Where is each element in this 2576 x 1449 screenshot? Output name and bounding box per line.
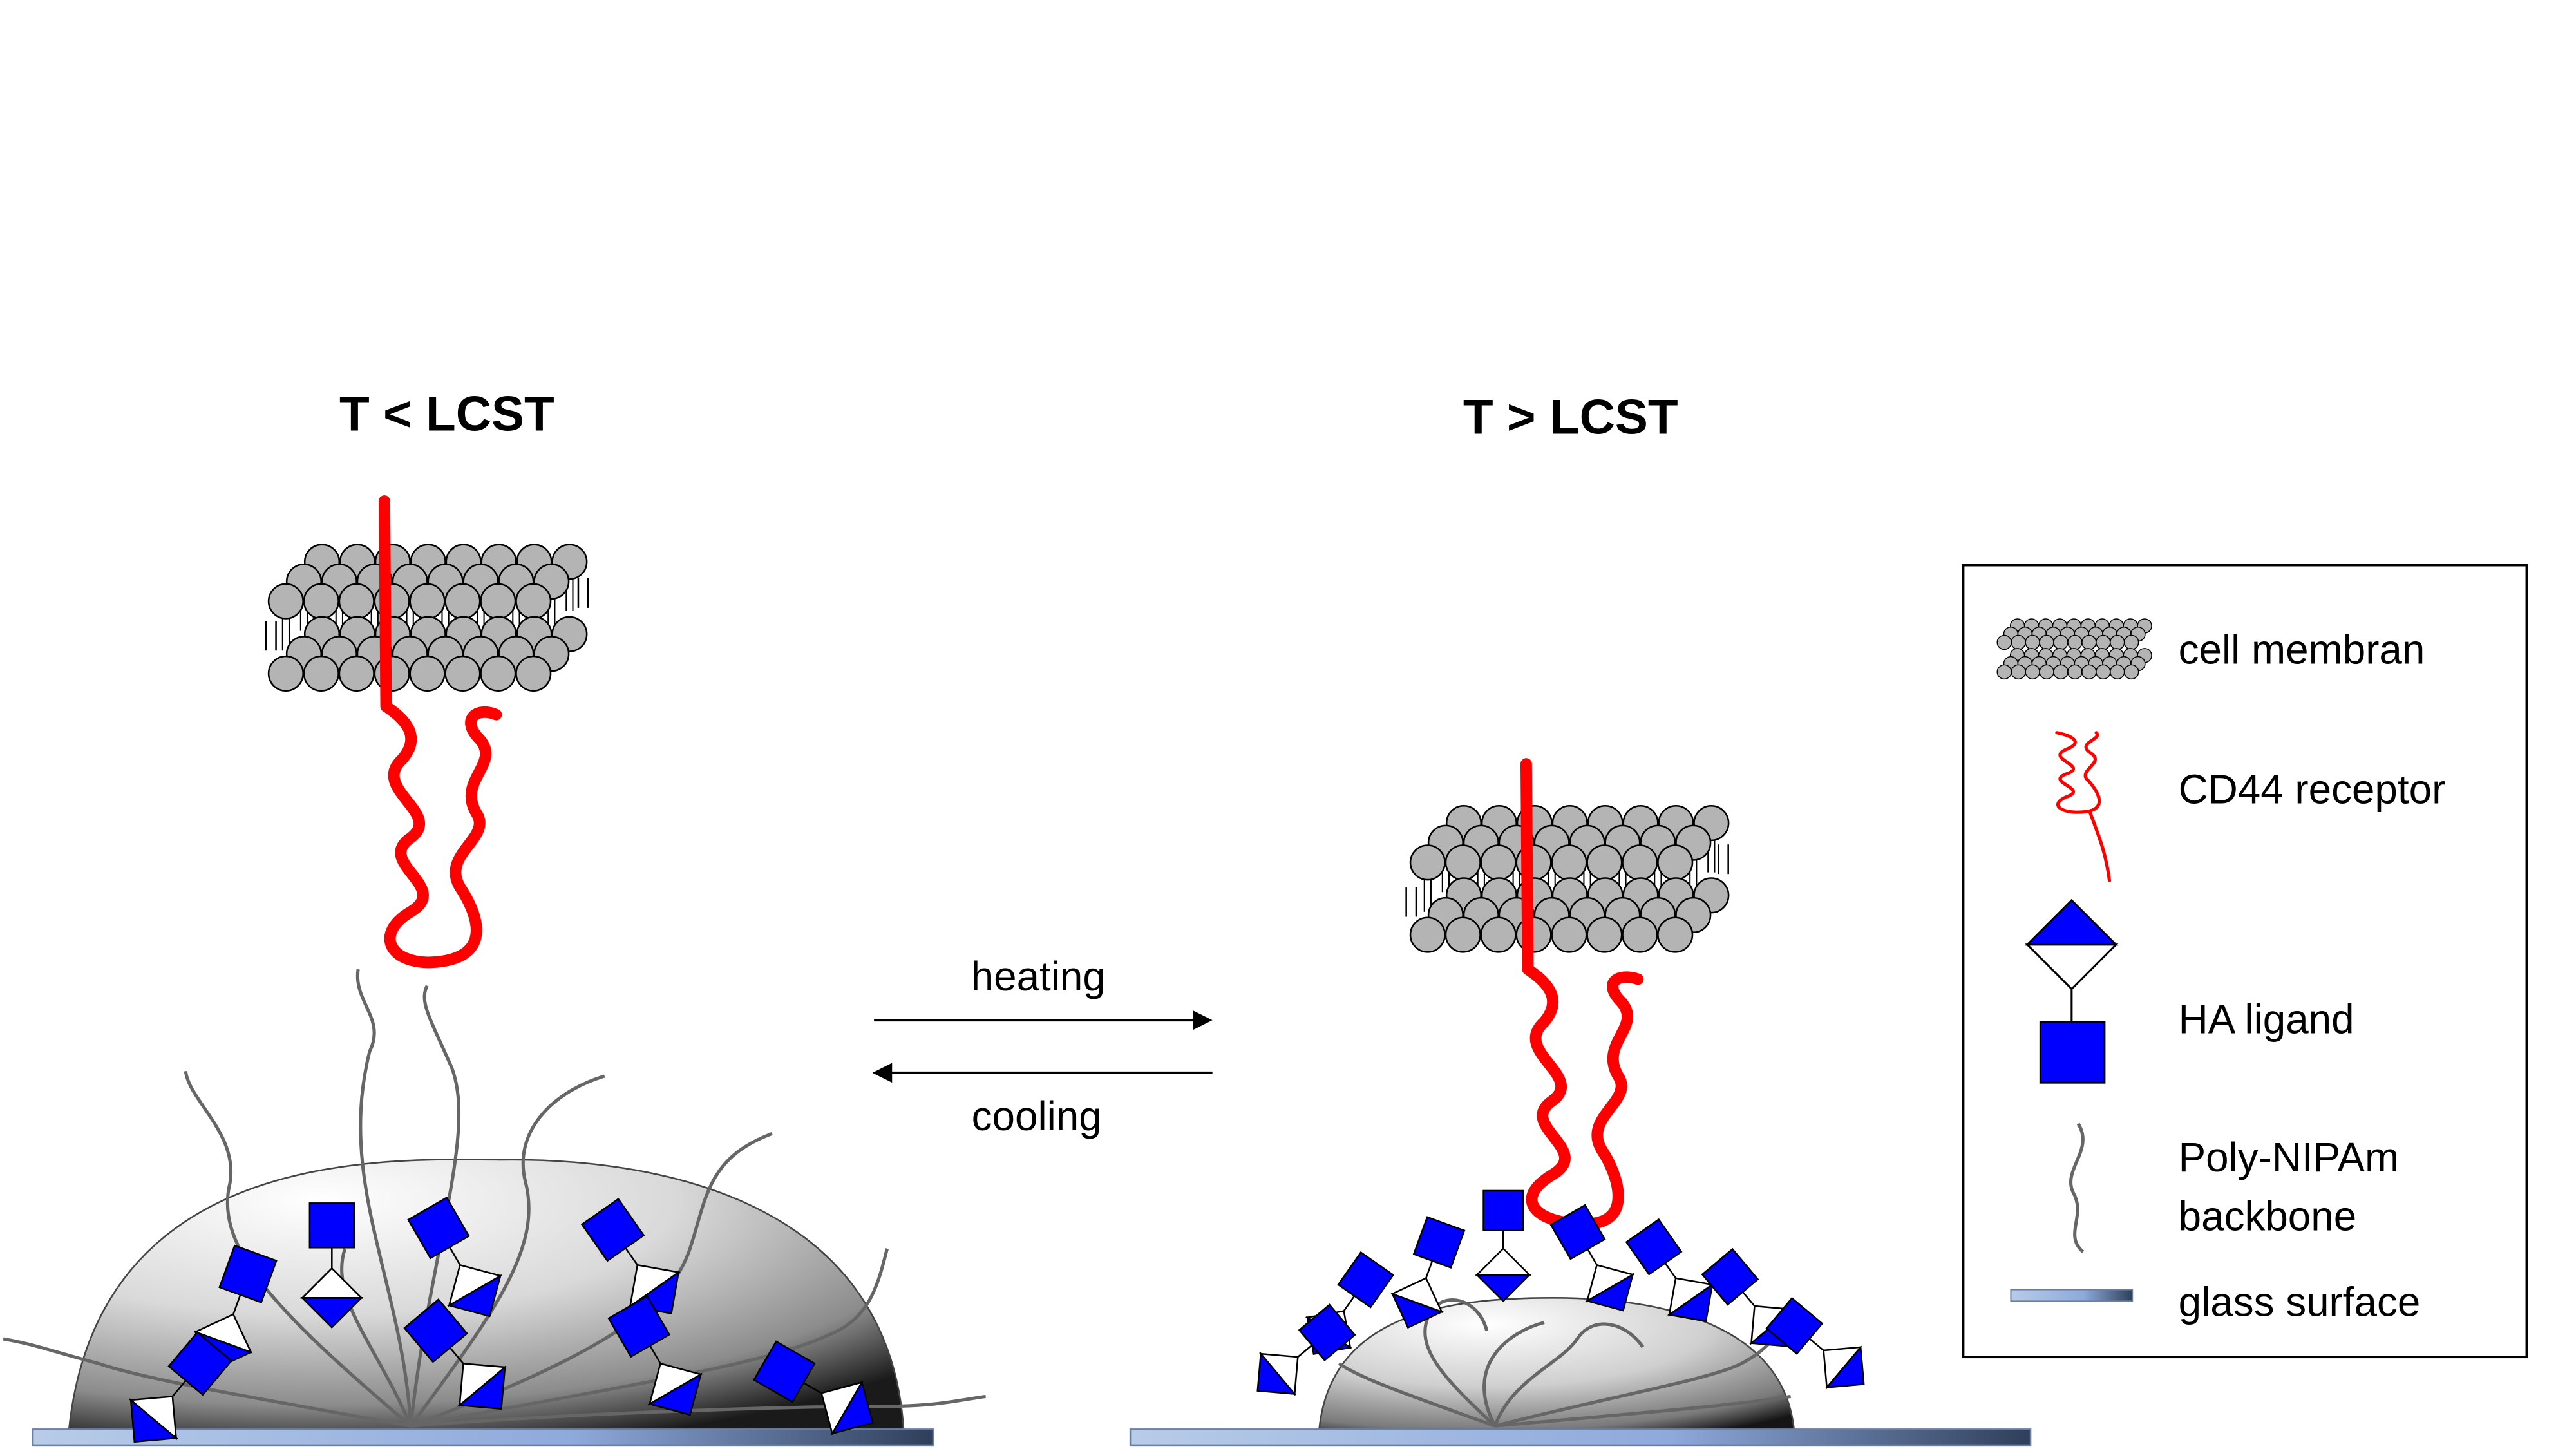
- lipid-head: [1409, 844, 1446, 881]
- cooling-label: cooling: [972, 1093, 1102, 1139]
- lipid-head: [1622, 916, 1658, 953]
- lipid-head: [2067, 634, 2083, 650]
- ha-ligand: [1390, 1216, 1466, 1329]
- glass-surface-icon: [2010, 1289, 2134, 1302]
- lipid-head: [2025, 634, 2040, 650]
- heating-label: heating: [971, 953, 1106, 999]
- poly-nipam-strands-left: [3, 969, 986, 1428]
- ha-ligand: [403, 1298, 507, 1410]
- lipid-head: [1586, 844, 1623, 881]
- lipid-head: [2011, 634, 2026, 650]
- lipid-head: [515, 583, 552, 620]
- ha-ligand: [1256, 1303, 1356, 1396]
- lipid-head: [1444, 916, 1481, 953]
- lipid-head: [2123, 634, 2139, 650]
- lipid-head: [409, 655, 446, 692]
- lipid-head: [2110, 634, 2125, 650]
- cell-membrane-right: [1405, 805, 1730, 953]
- poly-nipam-backbone-icon: [2069, 1122, 2085, 1253]
- ha-ligand: [300, 1202, 364, 1329]
- lipid-head: [2053, 634, 2069, 650]
- lipid-head: [2067, 664, 2083, 680]
- cd44-receptor-icon: [2055, 731, 2112, 882]
- lipid-head: [2039, 634, 2054, 650]
- heating-arrow-head: [1193, 1010, 1213, 1030]
- cooling-arrow-head: [872, 1063, 893, 1083]
- lipid-head: [1996, 664, 2012, 680]
- hydrogel-collapsed: [1318, 1297, 1795, 1430]
- lipid-head: [303, 583, 339, 620]
- lipid-head: [1409, 916, 1446, 953]
- legend-label-ligand: HA ligand: [2179, 996, 2354, 1043]
- lipid-head: [2123, 664, 2139, 680]
- membrane-lipid-heads: [1409, 805, 1730, 953]
- ha-ligand: [1625, 1218, 1715, 1323]
- lipid-head: [2025, 664, 2040, 680]
- lipid-head: [409, 583, 446, 620]
- lipid-head: [1586, 916, 1623, 953]
- cell-membrane-left: [265, 544, 589, 692]
- ha-ligand: [407, 1196, 503, 1318]
- lipid-head: [444, 583, 481, 620]
- lipid-head: [303, 655, 339, 692]
- lipid-head: [1480, 844, 1517, 881]
- lipid-head: [2039, 664, 2054, 680]
- ha-ligand: [128, 1331, 232, 1443]
- ha-ligand: [753, 1340, 874, 1436]
- lipid-head: [2053, 664, 2069, 680]
- left-panel-title: T < LCST: [339, 386, 554, 441]
- lipid-head: [1657, 844, 1694, 881]
- ha-ligands-left: [128, 1196, 874, 1443]
- right-panel-title: T > LCST: [1463, 390, 1678, 444]
- ha-ligand: [1765, 1296, 1865, 1390]
- right-panel: T > LCST: [1129, 390, 2032, 1447]
- legend-membrane-heads: [1996, 618, 2152, 680]
- lipid-head: [1996, 634, 2012, 650]
- legend-label-membrane: cell membran: [2179, 627, 2425, 673]
- lipid-head: [1515, 916, 1552, 953]
- legend-label-backbone-line2: backbone: [2179, 1193, 2357, 1240]
- glass-surface-right: [1129, 1428, 2032, 1447]
- cd44-receptor-left: [379, 495, 502, 969]
- legend-label-receptor: CD44 receptor: [2179, 766, 2446, 812]
- lipid-head: [1444, 844, 1481, 881]
- lipid-head: [2110, 664, 2125, 680]
- lipid-head: [444, 655, 481, 692]
- lipid-head: [2011, 664, 2026, 680]
- lipid-head: [2096, 634, 2111, 650]
- ha-ligand: [1475, 1189, 1532, 1303]
- lipid-head: [480, 655, 516, 692]
- lipid-head: [2081, 634, 2097, 650]
- ha-ligand-icon: [2025, 898, 2119, 1084]
- lipid-head: [2096, 664, 2111, 680]
- legend-label-backbone-line1: Poly-NIPAm: [2179, 1134, 2400, 1180]
- lipid-head: [1622, 844, 1658, 881]
- lipid-head: [267, 583, 304, 620]
- lipid-head: [267, 655, 304, 692]
- lipid-head: [1657, 916, 1694, 953]
- legend: cell membran CD44 receptor HA ligand Pol…: [1962, 564, 2528, 1359]
- ha-ligand: [607, 1294, 703, 1416]
- lipid-head: [338, 583, 375, 620]
- membrane-lipid-heads: [267, 544, 588, 692]
- cell-membrane-icon: [1996, 618, 2152, 680]
- transition-arrows: heating cooling: [872, 953, 1213, 1139]
- lipid-head: [1551, 844, 1587, 881]
- lipid-head: [2081, 664, 2097, 680]
- ha-ligand: [1549, 1204, 1635, 1312]
- lipid-head: [338, 655, 375, 692]
- lipid-head: [1551, 916, 1587, 953]
- lipid-head: [374, 655, 410, 692]
- lipid-head: [480, 583, 516, 620]
- left-panel: T < LCST: [3, 386, 986, 1447]
- lipid-head: [1480, 916, 1517, 953]
- ha-ligands-right: [1256, 1189, 1865, 1396]
- glass-surface-left: [32, 1428, 934, 1447]
- lipid-head: [515, 655, 552, 692]
- legend-label-glass: glass surface: [2179, 1278, 2421, 1325]
